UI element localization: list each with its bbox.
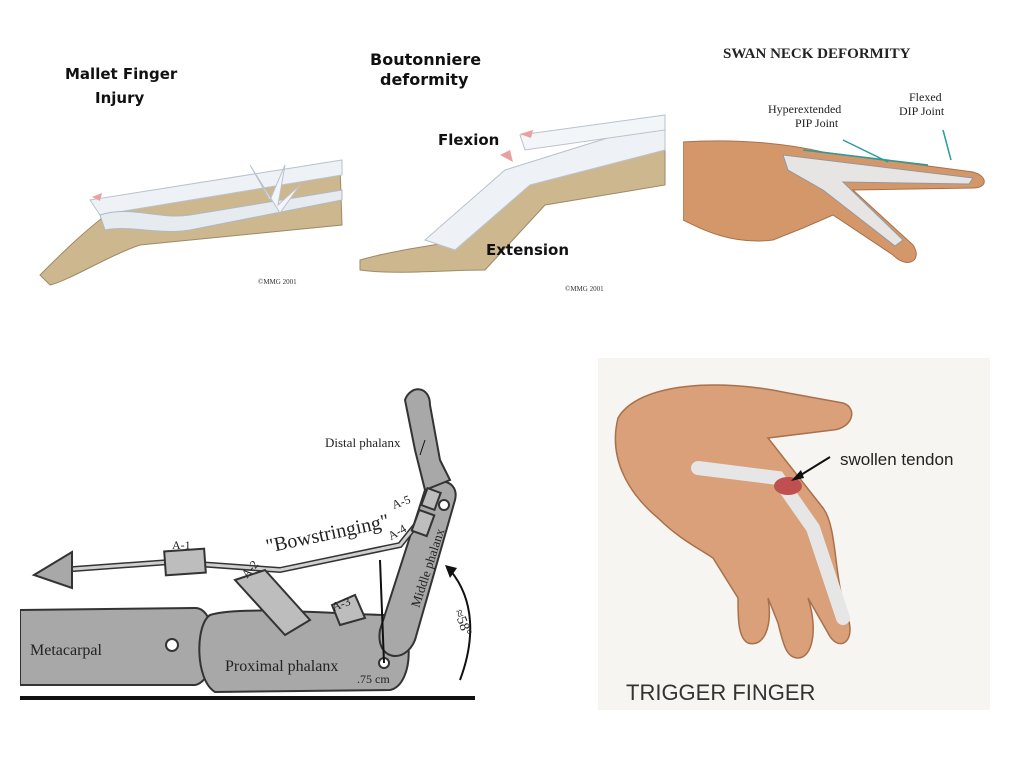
boutonniere-flexion-label: Flexion	[438, 131, 500, 149]
swan-title: SWAN NECK DEFORMITY	[723, 46, 911, 62]
swan-neck-illustration	[683, 129, 985, 263]
trigger-finger-caption: TRIGGER FINGER	[626, 680, 816, 705]
distal-phalanx-label: Distal phalanx	[325, 435, 401, 450]
mallet-title-line1: Mallet Finger	[65, 65, 178, 83]
boutonniere-extension-label: Extension	[486, 241, 569, 259]
trigger-finger-panel: swollen tendon TRIGGER FINGER	[598, 358, 990, 710]
boutonniere-copyright: ©MMG 2001	[565, 285, 604, 293]
mallet-title-line2: Injury	[95, 89, 145, 107]
proximal-phalanx-label: Proximal phalanx	[225, 658, 339, 675]
swan-neck-panel: SWAN NECK DEFORMITY Hyperextended PIP Jo…	[683, 40, 993, 290]
bowstringing-illustration	[20, 388, 475, 700]
swan-hyper-label-line1: Hyperextended	[768, 102, 842, 116]
swan-hyper-label-line2: PIP Joint	[795, 116, 839, 130]
mallet-finger-illustration	[39, 159, 343, 286]
distance-label: .75 cm	[357, 672, 390, 686]
boutonniere-illustration	[359, 114, 666, 273]
metacarpal-label: Metacarpal	[30, 642, 102, 659]
trigger-finger-illustration	[614, 384, 853, 659]
mallet-copyright: ©MMG 2001	[258, 278, 297, 286]
swan-flexed-label-line2: DIP Joint	[899, 104, 945, 118]
bowstringing-panel: Distal phalanx A-1 A-2 A-3 A-4 A-5 "Bows…	[20, 380, 480, 710]
boutonniere-panel: Boutonniere deformity Flexion Extension …	[355, 45, 670, 300]
boutonniere-title-line1: Boutonniere	[370, 50, 482, 69]
mallet-finger-panel: Mallet Finger Injury ©MMG 2001	[30, 55, 350, 295]
boutonniere-title-line2: deformity	[380, 70, 469, 89]
pulley-a1-label: A-1	[172, 538, 191, 552]
swollen-tendon-label: swollen tendon	[840, 450, 954, 469]
swan-flexed-label-line1: Flexed	[909, 90, 942, 104]
